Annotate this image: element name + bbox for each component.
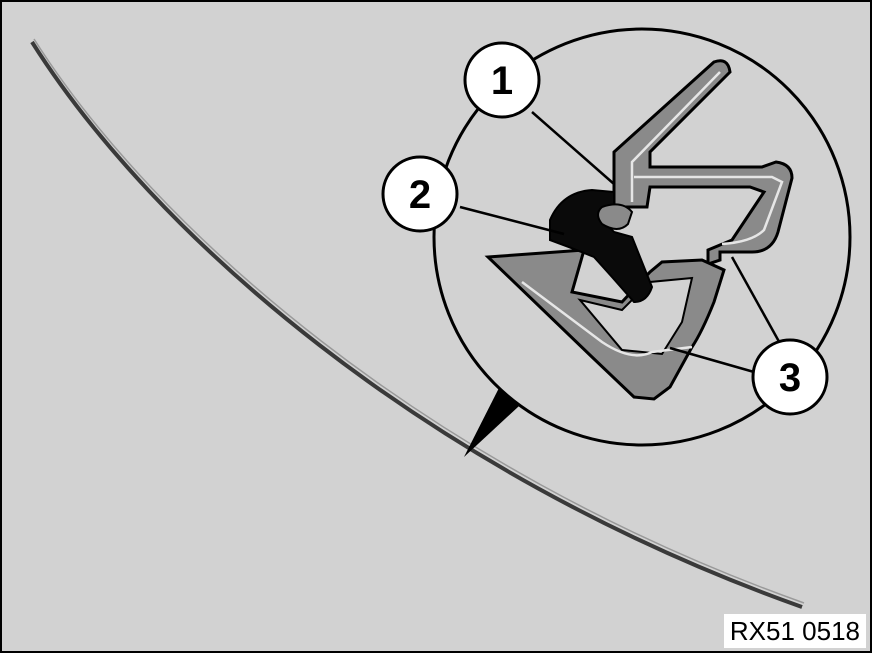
- seal-inner-cutout: [577, 276, 694, 356]
- seal-contour-lower: [521, 281, 693, 357]
- callout-1: 1: [463, 41, 541, 119]
- trim-strip: [30, 40, 803, 609]
- callout-3-label: 3: [779, 356, 801, 400]
- leader-line-2: [459, 205, 565, 236]
- leader-line-3a: [730, 256, 784, 348]
- figure-code: RX51 0518: [723, 614, 866, 648]
- seal-black-insert: [549, 188, 654, 304]
- seal-knob: [597, 203, 634, 230]
- magnifier-circle: [432, 27, 852, 447]
- callout-2-label: 2: [409, 173, 431, 217]
- callout-3: 3: [751, 338, 829, 416]
- leader-line-3b: [669, 346, 755, 374]
- leader-line-1: [531, 111, 615, 185]
- seal-profile: [484, 59, 794, 401]
- trim-strip-highlight: [33, 38, 805, 604]
- callout-2: 2: [381, 155, 459, 233]
- seal-contour-upper: [630, 71, 784, 246]
- callout-1-label: 1: [491, 59, 513, 103]
